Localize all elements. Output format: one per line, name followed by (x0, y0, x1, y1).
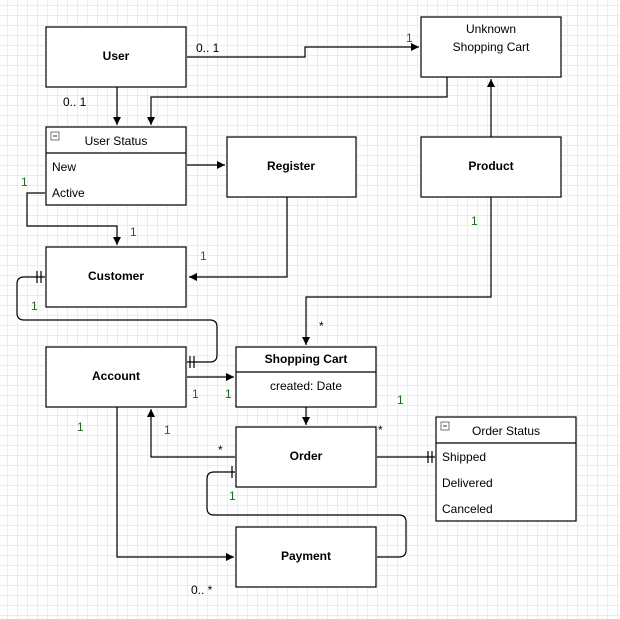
mult-user-to-cart: 0.. 1 (196, 41, 220, 55)
mult-cart-from-user: 1 (406, 31, 413, 45)
mult-product-to-cart: 1 (471, 214, 478, 228)
entity-shopping-cart-title: Shopping Cart (265, 352, 348, 366)
edge-active-customer (26, 192, 121, 245)
mult-account-to-cart: 1 (192, 387, 199, 401)
mult-payment-bottom: 0.. * (191, 583, 213, 597)
mult-order-payment: 1 (229, 489, 236, 503)
entity-order[interactable]: Order (235, 426, 377, 488)
edge-user-unknowncart (187, 43, 419, 58)
order-status-row-delivered: Delivered (442, 476, 493, 490)
mult-order-to-account: * (218, 443, 223, 457)
entity-account-label: Account (92, 369, 140, 383)
mult-cart-from-product: * (319, 319, 324, 333)
entity-user-label: User (103, 49, 130, 63)
entity-customer-label: Customer (88, 269, 144, 283)
mult-status-active: 1 (21, 175, 28, 189)
mult-customer-account: 1 (31, 299, 38, 313)
edge-account-payment (116, 407, 234, 561)
mult-user-to-status: 0.. 1 (63, 95, 87, 109)
entity-product-label: Product (468, 159, 513, 173)
entity-user-status[interactable]: User Status New Active (45, 126, 187, 206)
user-status-row-new: New (52, 160, 76, 174)
mult-cart-to-order: 1 (397, 393, 404, 407)
entity-unknown-shopping-cart-label-1: Unknown (466, 22, 516, 36)
mult-account-from-order: 1 (164, 423, 171, 437)
entity-payment[interactable]: Payment (235, 526, 377, 588)
entity-order-label: Order (290, 449, 323, 463)
entity-register-label: Register (267, 159, 315, 173)
edge-unknowncart-userstatus (147, 77, 448, 125)
mult-account-payment: 1 (77, 420, 84, 434)
entity-user[interactable]: User (45, 26, 187, 88)
mult-customer-from-register: 1 (200, 249, 207, 263)
edge-customer-account (16, 276, 218, 363)
entity-account[interactable]: Account (45, 346, 187, 408)
entity-user-status-title: User Status (85, 134, 148, 148)
entity-unknown-shopping-cart[interactable]: Unknown Shopping Cart (420, 16, 562, 78)
entity-shopping-cart-attribute: created: Date (270, 379, 342, 393)
one-bar-account (189, 356, 195, 368)
edge-order-payment (206, 471, 407, 558)
one-bar-orderstatus (427, 451, 433, 463)
mult-cart-from-account: 1 (225, 387, 232, 401)
entity-register[interactable]: Register (226, 136, 357, 198)
edge-order-account (147, 409, 235, 458)
edge-register-customer (189, 197, 288, 281)
entity-payment-label: Payment (281, 549, 331, 563)
order-status-row-canceled: Canceled (442, 502, 493, 516)
mult-order-right: * (378, 423, 383, 437)
user-status-row-active: Active (52, 186, 85, 200)
order-status-row-shipped: Shipped (442, 450, 486, 464)
entity-shopping-cart[interactable]: Shopping Cart created: Date (235, 346, 377, 408)
entity-customer[interactable]: Customer (45, 246, 187, 308)
entity-unknown-shopping-cart-label-2: Shopping Cart (453, 40, 530, 54)
mult-customer-from-status: 1 (130, 225, 137, 239)
collapse-icon[interactable] (50, 131, 60, 141)
entity-order-status[interactable]: Order Status Shipped Delivered Canceled (435, 416, 577, 522)
edge-product-shoppingcart (302, 197, 492, 345)
collapse-icon[interactable] (440, 421, 450, 431)
entity-order-status-title: Order Status (472, 424, 540, 438)
one-bar-customer (36, 271, 42, 283)
entity-product[interactable]: Product (420, 136, 562, 198)
